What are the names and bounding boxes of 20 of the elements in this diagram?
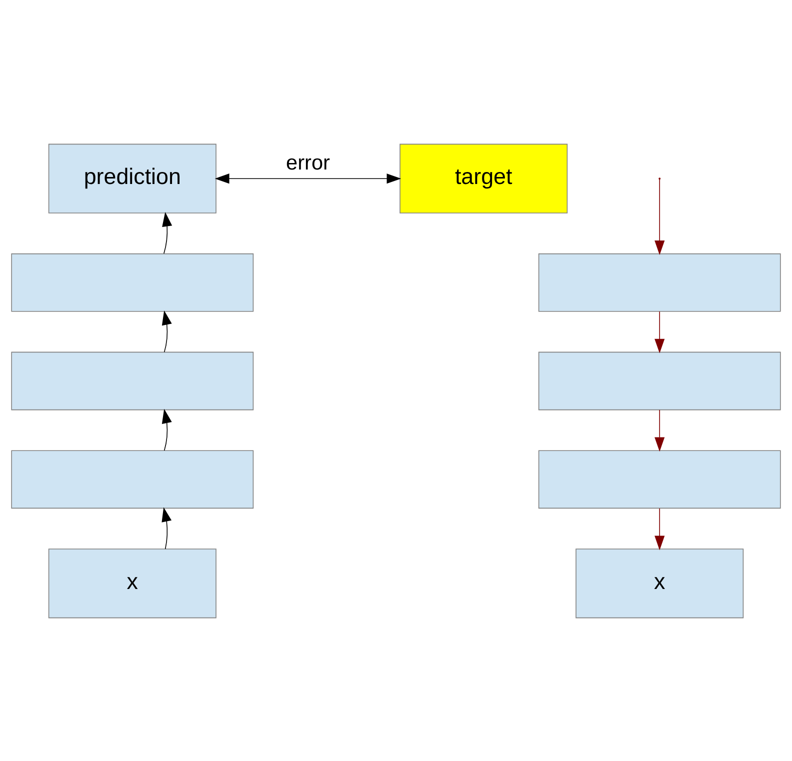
- node-box: [11, 252, 254, 312]
- node-box: [11, 351, 254, 410]
- arrow: [654, 409, 665, 452]
- arrow: [162, 212, 172, 254]
- edge-label: error: [286, 151, 330, 174]
- node-box: [538, 252, 781, 312]
- arrow: [162, 408, 172, 450]
- arrow: [214, 173, 402, 184]
- arrow: [654, 508, 665, 550]
- arrow: [654, 310, 665, 353]
- node-box: [538, 450, 781, 508]
- arrow: [162, 310, 172, 352]
- node-box: prediction: [48, 143, 216, 213]
- node-box: x: [576, 548, 744, 618]
- node-box: target: [400, 143, 568, 213]
- node-box: x: [48, 548, 216, 618]
- arrow: [162, 506, 172, 549]
- node-box: [11, 450, 254, 508]
- node-box: [538, 351, 781, 410]
- arrow: [654, 178, 665, 254]
